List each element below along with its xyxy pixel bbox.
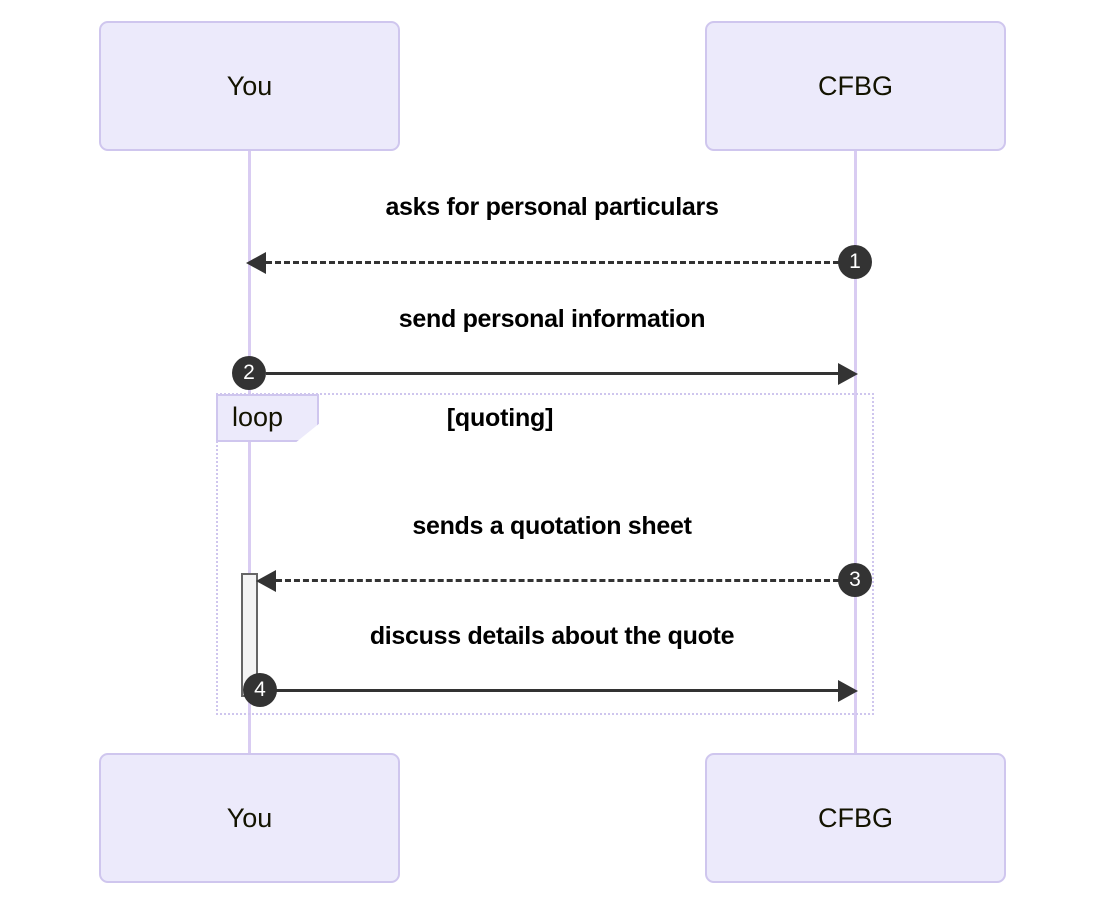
loop-fragment-condition: [quoting] — [0, 404, 1104, 433]
lifeline-cfbg — [854, 151, 857, 753]
participant-label-cfbg-top: CFBG — [817, 70, 893, 101]
participant-label-you-bottom: You — [226, 802, 273, 833]
message-label-2: send personal information — [398, 305, 706, 333]
message-arrowhead-4 — [838, 680, 858, 702]
message-sequence-badge-1: 1 — [838, 245, 872, 279]
message-arrowhead-3 — [256, 570, 276, 592]
loop-fragment-tag — [216, 394, 319, 442]
participant-box-cfbg-top[interactable]: CFBG — [705, 21, 1006, 151]
participant-box-cfbg-bottom[interactable]: CFBG — [705, 753, 1006, 883]
participant-box-you-top[interactable]: You — [99, 21, 400, 151]
participant-box-you-bottom[interactable]: You — [99, 753, 400, 883]
lifeline-you — [248, 151, 251, 753]
message-sequence-badge-2: 2 — [232, 356, 266, 390]
message-sequence-badge-4: 4 — [243, 673, 277, 707]
message-line-3 — [276, 579, 839, 582]
message-line-2 — [266, 372, 839, 375]
message-sequence-badge-3: 3 — [838, 563, 872, 597]
loop-fragment-condition-text: [quoting] — [446, 404, 554, 432]
loop-fragment-box — [216, 393, 874, 715]
message-arrowhead-2 — [838, 363, 858, 385]
participant-label-cfbg-bottom: CFBG — [817, 802, 893, 833]
message-line-1 — [266, 261, 839, 264]
message-label-1: asks for personal particulars — [385, 193, 719, 221]
message-label-4: discuss details about the quote — [369, 622, 735, 650]
message-arrowhead-1 — [246, 252, 266, 274]
loop-fragment-tag-label: loop — [232, 402, 284, 432]
participant-label-you-top: You — [226, 70, 273, 101]
message-line-4 — [266, 689, 839, 692]
message-label-3: sends a quotation sheet — [412, 512, 692, 540]
